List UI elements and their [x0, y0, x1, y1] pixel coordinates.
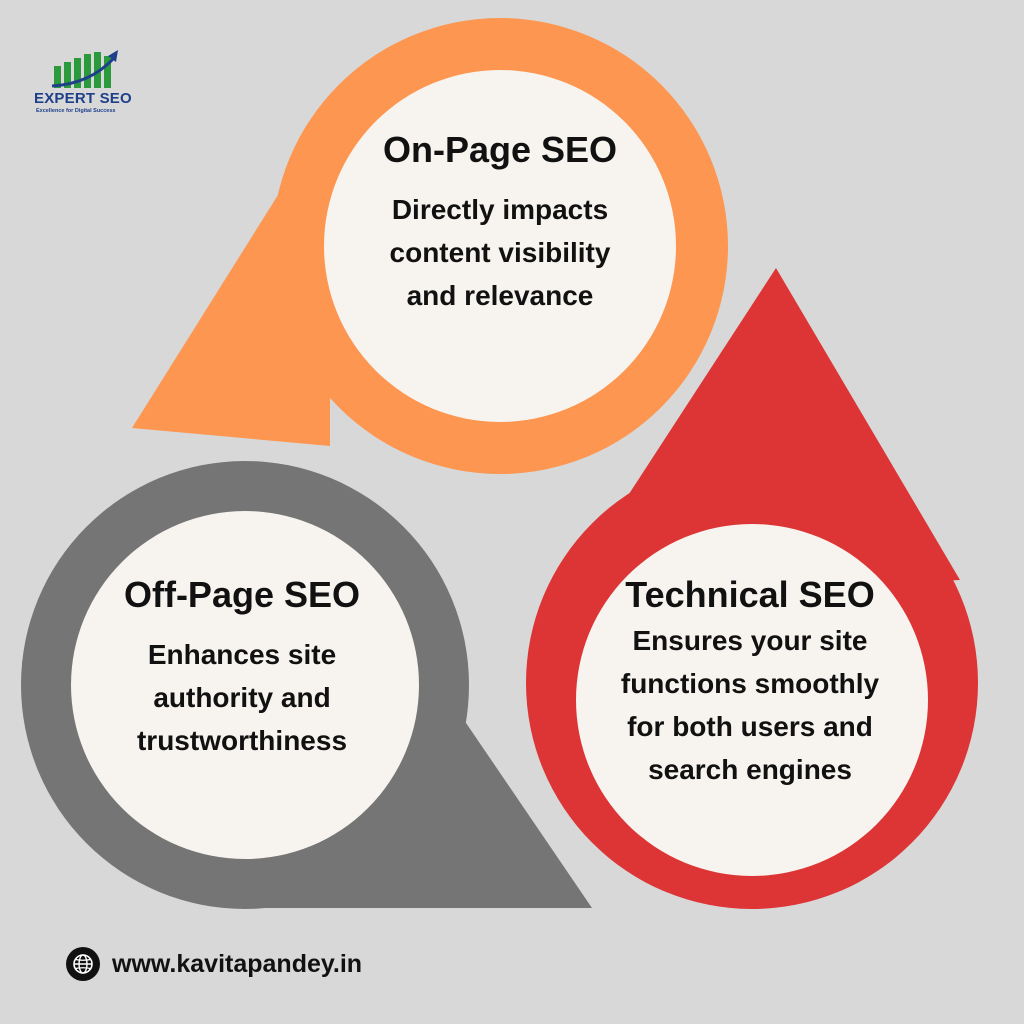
on-page-description-line: and relevance — [406, 280, 594, 311]
off-page-drop — [21, 461, 592, 909]
on-page-content: On-Page SEO Directly impacts content vis… — [340, 130, 660, 317]
off-page-content: Off-Page SEO Enhances site authority and… — [82, 575, 402, 762]
off-page-description: Enhances site authority and trustworthin… — [82, 633, 402, 762]
growth-bars-arrow-icon — [51, 50, 118, 88]
footer: www.kavitapandey.in — [66, 946, 362, 982]
technical-description-line: Ensures your site — [632, 625, 868, 656]
off-page-inner-circle — [71, 511, 419, 859]
technical-description: Ensures your site functions smoothly for… — [590, 619, 910, 791]
off-page-description-line: trustworthiness — [136, 725, 348, 756]
brand-tagline: Excellence for Digital Success — [36, 108, 116, 114]
technical-tail — [560, 268, 960, 600]
technical-description-line: functions smoothly — [620, 668, 880, 699]
technical-title: Technical SEO — [625, 574, 875, 615]
on-page-description-line: Directly impacts — [391, 194, 609, 225]
on-page-tail — [132, 112, 330, 446]
globe-icon — [66, 947, 100, 981]
on-page-description: Directly impacts content visibility and … — [340, 188, 660, 317]
website-link[interactable]: www.kavitapandey.in — [112, 949, 363, 978]
on-page-description-line: content visibility — [389, 237, 611, 268]
technical-content: Technical SEO Ensures your site function… — [590, 575, 910, 791]
on-page-drop — [132, 18, 728, 474]
off-page-title: Off-Page SEO — [123, 574, 361, 615]
technical-description-line: for both users and — [627, 711, 873, 742]
technical-description-line: search engines — [648, 754, 852, 785]
on-page-title: On-Page SEO — [382, 129, 618, 170]
brand-logo: EXPERT SEO Excellence for Digital Succes… — [30, 46, 150, 126]
brand-name: EXPERT SEO — [34, 90, 132, 107]
technical-drop — [526, 268, 978, 909]
off-page-description-line: Enhances site — [147, 639, 337, 670]
technical-inner-circle — [576, 524, 928, 876]
on-page-inner-circle — [324, 70, 676, 422]
off-page-description-line: authority and — [153, 682, 331, 713]
